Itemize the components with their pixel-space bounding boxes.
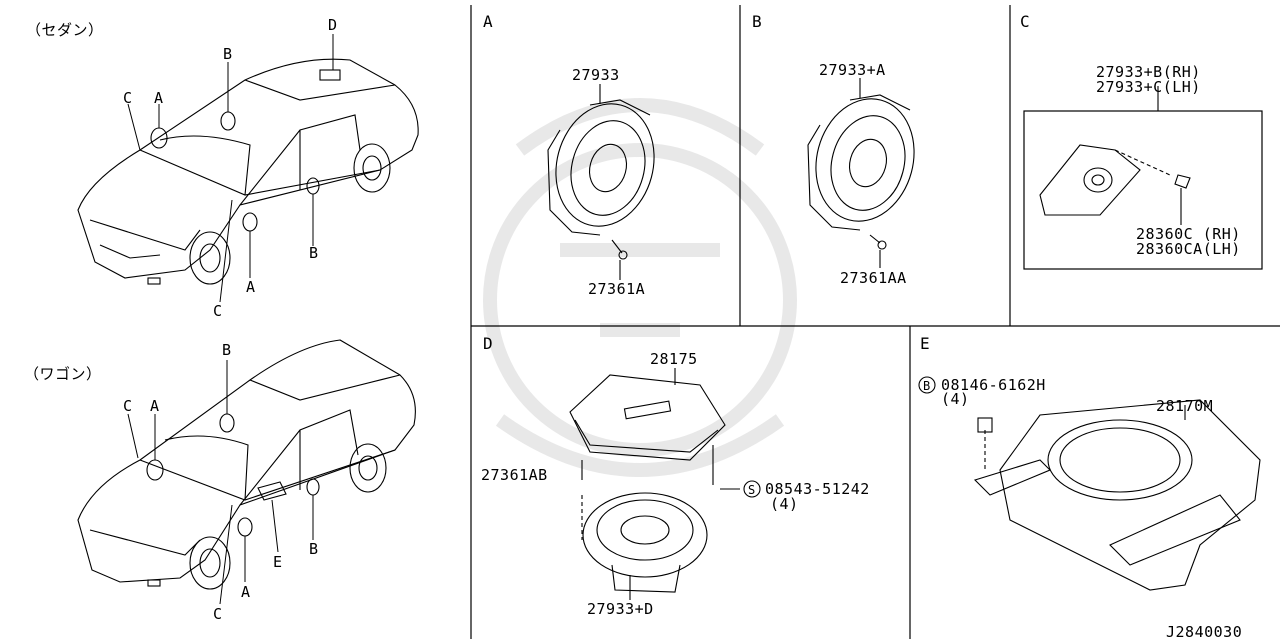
diagram-code: J2840030 [1166, 623, 1243, 639]
section-d-letter: D [483, 334, 493, 353]
sedan-leaders [127, 34, 334, 303]
speaker-a-drawing [547, 84, 655, 280]
wagon-callout-c-top: C [123, 397, 133, 415]
sedan-title: （セダン） [26, 21, 104, 39]
sedan-callout-a: A [154, 89, 164, 107]
section-b-letter: B [752, 12, 762, 31]
sedan-callout-b-rear: B [309, 244, 319, 262]
section-d-screw-right-part[interactable]: 08543-51242 [765, 480, 870, 498]
sedan-callout-c-top: C [123, 89, 133, 107]
panel-borders [470, 5, 1280, 639]
section-d-speaker-part[interactable]: 27933+D [587, 600, 654, 618]
wagon-callout-b-rear: B [309, 540, 319, 558]
section-d-screw-left-part[interactable]: 27361AB [481, 466, 548, 484]
watermark-logo [483, 98, 797, 477]
wagon-callout-e: E [273, 553, 283, 571]
tweeter-c-drawing [1039, 86, 1191, 225]
sedan-callout-a-door: A [246, 278, 256, 296]
wagon-car-drawing [77, 339, 416, 590]
wagon-leaders [127, 360, 314, 605]
screw-marker-circles [743, 376, 936, 498]
section-a-screw-part[interactable]: 27361A [588, 280, 646, 298]
sedan-car-drawing [77, 58, 419, 285]
wagon-callout-a-door: A [241, 583, 251, 601]
sedan-callout-c-bottom: C [213, 302, 223, 320]
section-c-speaker-lh-part[interactable]: 27933+C(LH) [1096, 78, 1201, 96]
wagon-callout-b-top: B [222, 341, 232, 359]
section-d-screw-right-qty: (4) [770, 495, 799, 513]
wagon-callout-a: A [150, 397, 160, 415]
section-c-letter: C [1020, 12, 1030, 31]
section-c-speaker-rh-part[interactable]: 27933+B(RH) [1096, 63, 1201, 81]
section-e-subwoofer-part[interactable]: 28170M [1156, 397, 1214, 415]
sedan-callout-d: D [328, 16, 338, 34]
section-d-screw-right-marker: S [748, 483, 756, 497]
speaker-b-drawing [807, 78, 915, 268]
wagon-title: （ワゴン） [24, 365, 102, 383]
center-speaker-d-drawing [569, 368, 740, 600]
section-e-bolt-qty: (4) [941, 390, 970, 408]
subwoofer-e-drawing [973, 399, 1261, 591]
wagon-callout-c-bottom: C [213, 605, 223, 623]
section-c-screw-rh-part[interactable]: 28360C (RH) [1136, 225, 1241, 243]
section-a-speaker-part[interactable]: 27933 [572, 66, 620, 84]
section-b-screw-part[interactable]: 27361AA [840, 269, 907, 287]
section-a-letter: A [483, 12, 493, 31]
section-d-grille-part[interactable]: 28175 [650, 350, 698, 368]
sedan-callout-b-top: B [223, 45, 233, 63]
section-e-bolt-part[interactable]: 08146-6162H [941, 376, 1046, 394]
section-e-bolt-marker: B [923, 379, 931, 393]
section-c-screw-lh-part[interactable]: 28360CA(LH) [1136, 240, 1241, 258]
section-b-speaker-part[interactable]: 27933+A [819, 61, 886, 79]
section-e-letter: E [920, 334, 930, 353]
